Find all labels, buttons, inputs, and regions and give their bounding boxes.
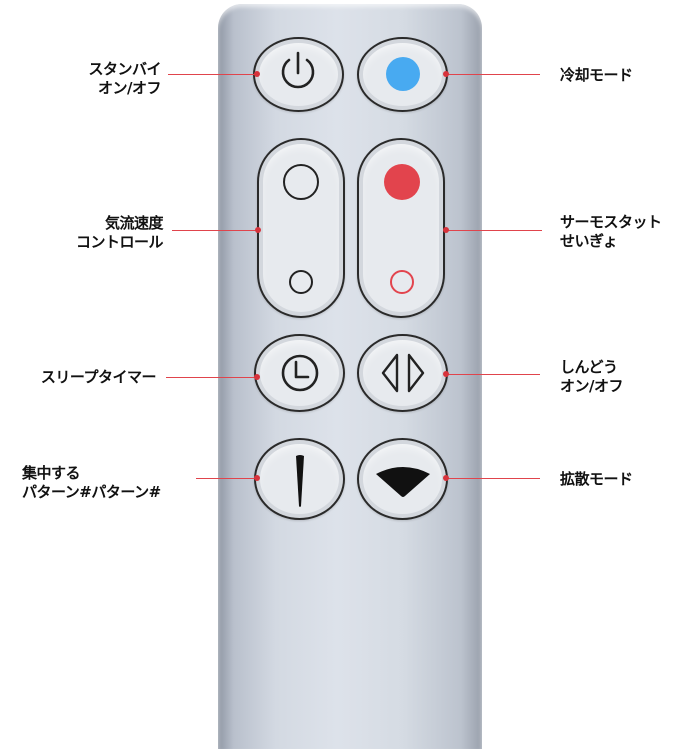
focus-leader-line — [196, 478, 258, 479]
standby-leader-line — [168, 74, 258, 75]
airflow-control-label-line-2: コントロール — [75, 233, 164, 251]
diffuse-mode-label-line-1: 拡散モード — [560, 470, 633, 488]
timer-leader-line — [166, 377, 258, 378]
oscillation-label: しんどう オン/オフ — [560, 358, 623, 396]
thermostat-leader-line — [446, 230, 542, 231]
diffuse-mode-button[interactable] — [357, 438, 448, 520]
clock-icon — [281, 354, 319, 392]
oscillation-leader-dot — [443, 371, 449, 377]
thermostat-leader-dot — [443, 227, 449, 233]
airflow-control-label-line-1: 気流速度 — [104, 214, 164, 232]
sleep-timer-button[interactable] — [254, 334, 345, 412]
focus-pattern-label-line-2: パターン#パターン# — [22, 483, 161, 501]
diffuse-leader-dot — [443, 475, 449, 481]
sleep-timer-label-line-1: スリープタイマー — [40, 368, 157, 386]
focus-leader-dot — [254, 475, 260, 481]
standby-label-line-1: スタンバイ — [88, 60, 161, 78]
sleep-timer-label: スリープタイマー — [40, 368, 157, 387]
thermostat-label-line-1: サーモスタット — [560, 213, 662, 231]
power-icon — [281, 51, 315, 89]
small-circle-icon[interactable] — [286, 267, 316, 297]
airflow-leader-line — [172, 230, 260, 231]
wide-fan-icon — [376, 467, 430, 497]
standby-label: スタンバイ オン/オフ — [88, 60, 161, 98]
oscillation-button[interactable] — [357, 334, 448, 412]
red-ring-icon[interactable] — [387, 267, 417, 297]
oscillation-arrows-icon — [381, 353, 425, 393]
diffuse-mode-label: 拡散モード — [560, 470, 633, 489]
standby-label-line-2: オン/オフ — [98, 79, 161, 97]
oscillation-leader-line — [446, 374, 540, 375]
oscillation-label-line-2: オン/オフ — [560, 377, 623, 395]
narrow-wedge-icon — [296, 455, 304, 507]
standby-button[interactable] — [253, 37, 344, 112]
focus-pattern-label: 集中する パターン#パターン# — [22, 464, 161, 502]
focus-pattern-label-line-1: 集中する — [22, 464, 81, 482]
airflow-leader-dot — [255, 227, 261, 233]
oscillation-label-line-1: しんどう — [560, 358, 618, 376]
cooling-mode-label: 冷却モード — [560, 66, 633, 85]
diffuse-leader-line — [446, 478, 540, 479]
cooling-leader-dot — [443, 71, 449, 77]
red-dot-icon[interactable] — [380, 160, 424, 204]
thermostat-label-line-2: せいぎょ — [560, 232, 618, 250]
standby-leader-dot — [254, 71, 260, 77]
cooling-mode-label-line-1: 冷却モード — [560, 66, 633, 84]
airflow-control-label: 気流速度 コントロール — [75, 214, 164, 252]
thermostat-label: サーモスタット せいぎょ — [560, 213, 662, 251]
blue-dot-icon — [386, 57, 420, 91]
cooling-leader-line — [446, 74, 540, 75]
large-circle-icon[interactable] — [279, 160, 323, 204]
thermostat-control[interactable] — [357, 138, 445, 318]
airflow-speed-control[interactable] — [257, 138, 345, 318]
cooling-mode-button[interactable] — [357, 37, 448, 112]
focus-pattern-button[interactable] — [254, 438, 345, 520]
timer-leader-dot — [254, 374, 260, 380]
